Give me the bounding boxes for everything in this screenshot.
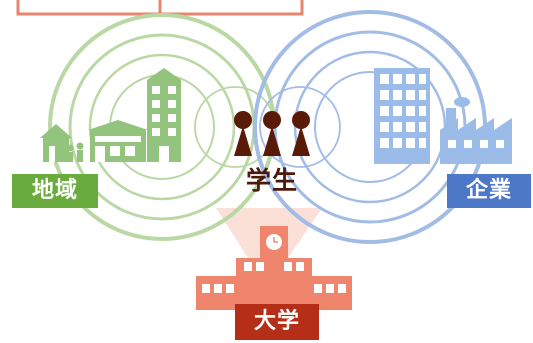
student-figure-icon [234,111,252,156]
company-label: 企業 [447,174,531,208]
shop-icon [88,120,148,162]
house-icon [40,124,72,162]
clock-icon [266,234,282,250]
region-label: 地域 [12,174,98,208]
factory-icon [440,97,512,164]
university-label: 大学 [235,304,319,340]
apartment-building-icon [147,68,181,162]
people-icon [66,142,84,162]
university-building-icon [196,226,352,310]
region-buildings [40,68,181,162]
student-figure-icon [263,111,281,156]
office-building-icon [374,68,430,164]
student-figure-icon [292,111,310,156]
top-clipped-box [16,0,304,16]
students-label: 学生 [245,166,298,195]
students-group [234,111,310,156]
company-buildings [374,68,512,164]
